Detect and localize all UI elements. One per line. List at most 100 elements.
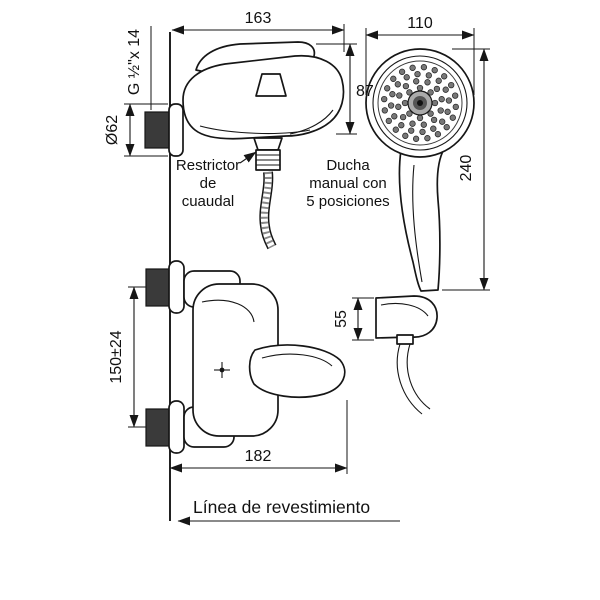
nozzle-dot [402,132,409,139]
nozzle-dot [406,110,413,117]
holder-detail [380,302,429,317]
annotations: Restrictor de cuaudal Ducha manual con 5… [176,151,400,526]
dim-163: 163 [245,10,272,27]
mixer-body-side [182,54,345,140]
nozzle-dot [430,125,437,132]
spray-nozzles [381,64,459,142]
shower-label-line3: 5 posiciones [306,193,389,210]
nozzle-dot [406,89,413,96]
nozzle-dot [414,70,421,78]
dim-55: 55 [333,310,350,328]
nozzle-dot [394,81,401,88]
nozzle-dot [385,117,392,125]
handle-detail-line [412,164,423,283]
hose-ribs [260,171,276,249]
shower-handle [398,148,445,292]
nozzle-dot [419,128,426,136]
shower-label-line1: Ducha [326,157,370,174]
nozzle-dot [431,67,438,74]
nozzle-dot [445,97,453,104]
nozzle-dot [427,89,434,96]
nozzle-dot [452,103,459,111]
escutcheon-lower [168,400,185,454]
nozzle-dot [395,103,402,110]
escutcheon-side [168,103,184,157]
nozzle-dot [408,127,415,134]
nozzle-dot [409,64,416,71]
paddle-detail [261,353,333,367]
nozzle-dot [392,126,399,133]
dim-d62: Ø62 [104,115,121,145]
lever-paddle-top [248,344,346,399]
nozzle-dot [416,84,424,92]
dimensions: 163 110 87 G ½"x 14 Ø62 240 150±24 55 [104,10,490,474]
wall-fitting-block [144,111,170,149]
nozzle-dot [389,91,396,98]
dim-thread: G ½"x 14 [126,29,143,95]
nozzle-dot [431,99,439,107]
nozzle-dot [439,118,446,125]
nozzle-dot [416,114,424,122]
restrictor-label-line1: Restrictor [176,157,240,174]
nozzle-dot [403,74,410,81]
body-top-detail [201,299,255,323]
nozzle-dot [390,75,397,82]
nozzle-dot [438,96,445,103]
mixer-top-view [145,260,346,454]
nozzle-dot [425,72,432,79]
spray-plate-ring [377,60,463,146]
nozzle-dot [424,79,431,86]
shower-head-inner [372,55,468,151]
dim-87: 87 [356,83,374,100]
escutcheon-upper [168,260,185,314]
outlet-dot [219,367,225,373]
dim-110: 110 [407,15,433,32]
hose-curve-right [406,343,431,410]
nozzle-dot [444,108,451,115]
nozzle-dot [448,81,455,89]
hand-shower [365,48,475,292]
nozzle-dot [427,110,434,117]
nozzle-dot [402,82,410,90]
restrictor-label-line3: cuaudal [182,193,235,210]
nozzle-dot [443,124,450,131]
nozzle-dot [420,64,428,71]
nozzle-dot [442,86,449,93]
nozzle-dot [398,122,405,129]
nozzle-dot [433,85,441,93]
nozzle-dot [435,77,442,84]
mixer-side-view [144,26,345,250]
wall-fitting-block-upper [145,268,171,307]
nozzle-dot [396,92,403,99]
shower-outlet [253,137,283,151]
shower-holder [375,295,438,415]
nozzle-dot [398,68,406,75]
dim-182: 182 [245,448,272,465]
nozzle-dot [381,95,388,103]
nozzle-dot [409,120,416,127]
hose-curve-left [396,343,423,415]
nozzle-dot [434,131,442,138]
nozzle-dot [441,73,448,80]
nozzle-dot [424,135,431,142]
restrictor-label-line2: de [200,175,217,192]
holder-bracket [375,295,438,339]
nozzle-dot [384,85,391,92]
nozzle-dot [437,107,444,114]
nozzle-dot [449,114,456,121]
nozzle-dot [399,113,407,121]
center-cap-dot [417,100,423,106]
nozzle-dot [387,102,395,109]
shower-label-line2: manual con [309,175,387,192]
wall-covering-label: Línea de revestimiento [193,497,370,517]
restrictor-leader-arrow [239,151,257,164]
wall-fitting-block-lower [145,408,171,447]
hose-nut [396,334,414,345]
dim-150: 150±24 [108,330,125,383]
dim-240: 240 [458,155,475,182]
nozzle-dot [381,107,388,114]
nozzle-dot [401,99,409,107]
nozzle-dot [452,92,459,99]
nozzle-dot [420,121,427,128]
